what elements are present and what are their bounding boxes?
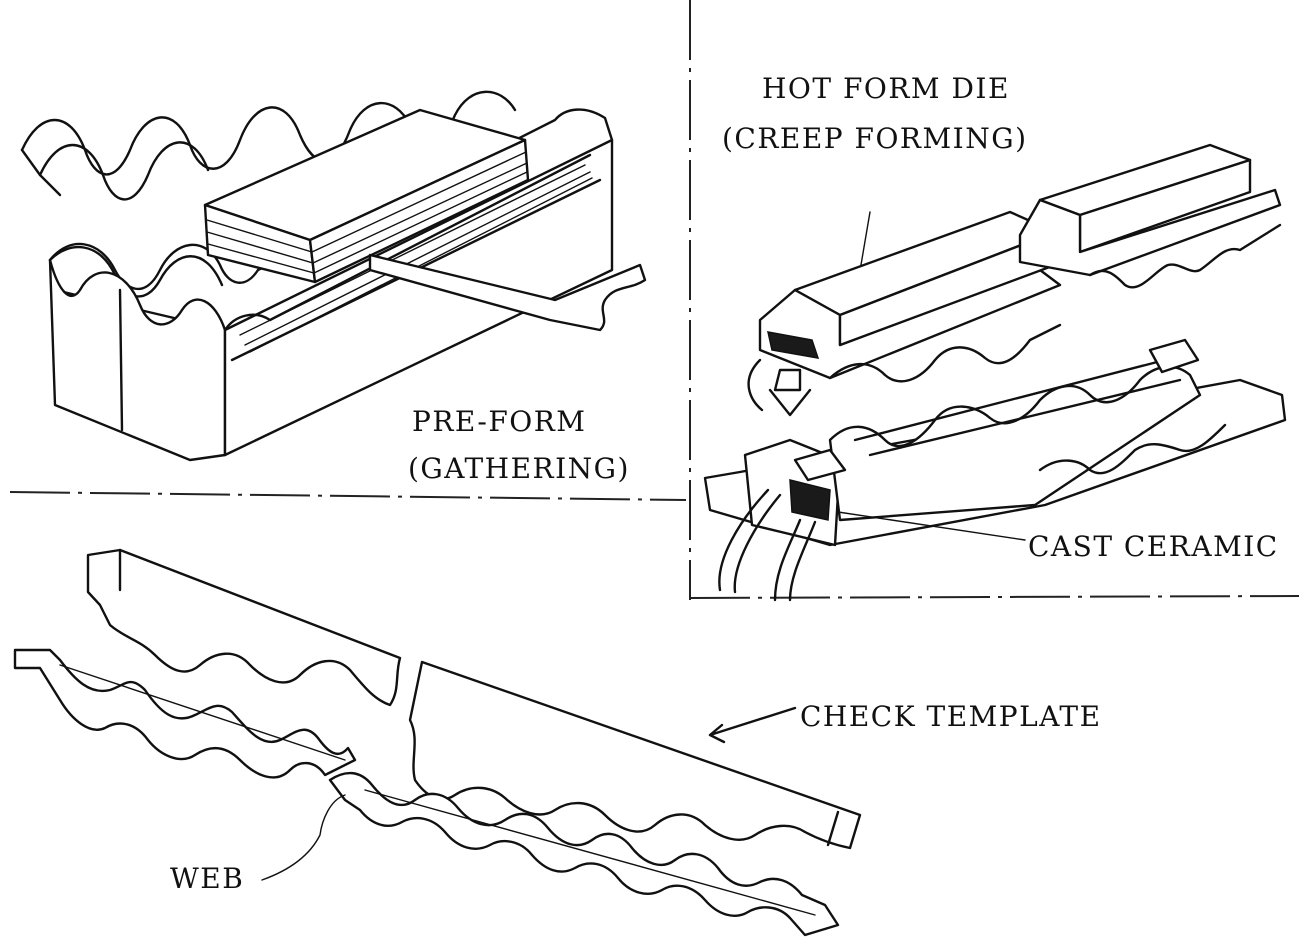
web-label: WEB	[170, 862, 245, 895]
lower-die-heater	[789, 479, 831, 521]
check-template-label: CHECK TEMPLATE	[800, 700, 1102, 733]
web-strip	[13, 648, 357, 779]
hose-right	[773, 518, 817, 602]
lower-die-waves	[1038, 423, 1227, 475]
hotform-drawing	[703, 143, 1287, 602]
preform-corrugated-sheet-edge	[20, 141, 210, 201]
check-drawing	[13, 548, 862, 937]
preform-plate	[368, 253, 647, 332]
web-strip-right	[328, 771, 840, 937]
upper-die-left-waves	[828, 323, 1062, 383]
cast-ceramic-label: CAST CERAMIC	[1028, 530, 1279, 563]
preform-drawing	[20, 90, 647, 462]
upper-die-right-waves	[1088, 223, 1282, 289]
hotform-label-line1: HOT FORM DIE	[762, 72, 1010, 105]
heater-arrow	[768, 368, 812, 417]
hotform-label-line2: (CREEP FORMING)	[722, 122, 1028, 155]
horizontal-divider-right	[689, 595, 1299, 599]
upper-die-right-front	[1018, 188, 1282, 277]
horizontal-divider-left	[9, 491, 687, 501]
web-far-tab	[1148, 338, 1200, 374]
preform-billet-side	[308, 138, 530, 284]
template-arrow	[708, 706, 797, 744]
web-end-tab	[793, 448, 847, 482]
hose-left	[718, 488, 782, 594]
web-leader	[261, 794, 346, 881]
template-right-piece	[408, 660, 862, 850]
preform-die-block-front	[48, 258, 227, 462]
panel-dividers	[9, 0, 1299, 600]
preform-label-line2: (GATHERING)	[408, 452, 630, 485]
preform-die-wave-front	[48, 245, 224, 298]
preform-die-block-side	[223, 138, 614, 457]
upper-die-heater	[767, 331, 820, 359]
preform-label-line1: PRE-FORM	[412, 405, 587, 438]
ceramic-leader	[837, 511, 1026, 541]
template-left-piece	[86, 548, 402, 707]
